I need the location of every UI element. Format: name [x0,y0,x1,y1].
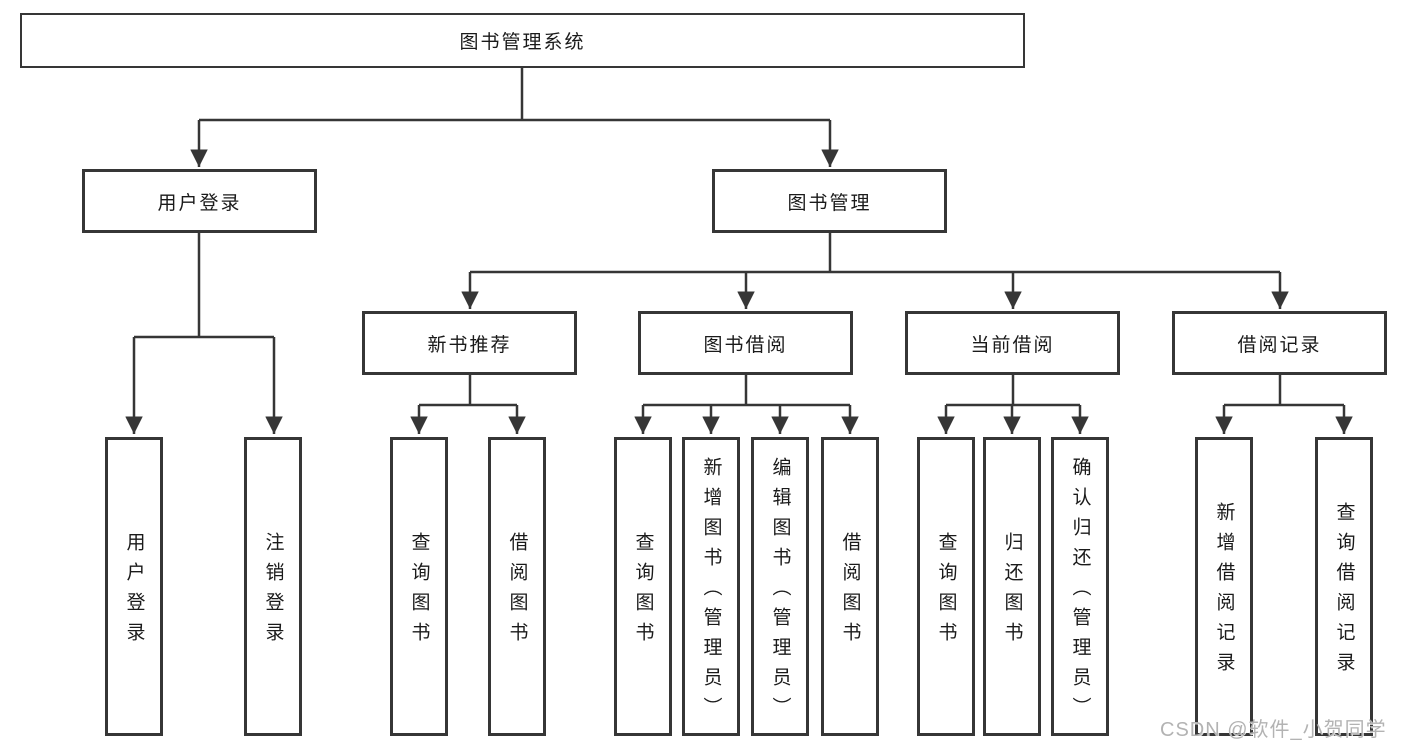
node-user-login: 用户登录 [82,169,317,233]
leaf-br-query-record: 查询借阅记录 [1315,437,1373,736]
leaf-cb-confirm-return-admin-label: 确认归还（管理员） [1069,457,1091,727]
node-root-system: 图书管理系统 [20,13,1025,68]
leaf-bb-edit-books-admin: 编辑图书（管理员） [751,437,809,736]
node-book-management: 图书管理 [712,169,947,233]
node-book-borrowing-label: 图书借阅 [703,334,788,356]
leaf-cb-return-books: 归还图书 [983,437,1041,736]
leaf-nb-borrow-books: 借阅图书 [488,437,546,736]
node-user-login-label: 用户登录 [157,192,242,214]
node-book-borrowing: 图书借阅 [638,311,853,375]
connector-book-management-children [461,233,1289,309]
node-new-book-recommend: 新书推荐 [362,311,577,375]
connector-user-login-children [125,233,283,434]
connector-borrow-records-children [1215,375,1353,434]
leaf-cb-return-books-label: 归还图书 [1001,532,1023,652]
node-new-book-recommend-label: 新书推荐 [427,334,512,356]
leaf-bb-edit-books-admin-label: 编辑图书（管理员） [769,457,791,727]
node-current-borrowing: 当前借阅 [905,311,1120,375]
leaf-bb-add-books-admin: 新增图书（管理员） [682,437,740,736]
leaf-nb-query-books-label: 查询图书 [408,532,430,652]
leaf-cb-query-books: 查询图书 [917,437,975,736]
node-borrow-records-label: 借阅记录 [1237,334,1322,356]
leaf-bb-query-books: 查询图书 [614,437,672,736]
leaf-bb-borrow-books: 借阅图书 [821,437,879,736]
leaf-br-add-record-label: 新增借阅记录 [1213,502,1235,682]
leaf-br-add-record: 新增借阅记录 [1195,437,1253,736]
leaf-cb-query-books-label: 查询图书 [935,532,957,652]
leaf-logout: 注销登录 [244,437,302,736]
leaf-bb-add-books-admin-label: 新增图书（管理员） [700,457,722,727]
connector-new-book-children [410,375,526,434]
node-borrow-records: 借阅记录 [1172,311,1387,375]
leaf-cb-confirm-return-admin: 确认归还（管理员） [1051,437,1109,736]
leaf-bb-borrow-books-label: 借阅图书 [839,532,861,652]
connector-current-borrowing-children [937,375,1089,434]
node-current-borrowing-label: 当前借阅 [970,334,1055,356]
node-root-label: 图书管理系统 [459,32,586,53]
leaf-br-query-record-label: 查询借阅记录 [1333,502,1355,682]
leaf-nb-query-books: 查询图书 [390,437,448,736]
leaf-bb-query-books-label: 查询图书 [632,532,654,652]
connector-root-to-level2 [190,68,839,167]
csdn-watermark: CSDN @软件_小贺同学 [1160,719,1387,741]
node-book-management-label: 图书管理 [787,192,872,214]
leaf-nb-borrow-books-label: 借阅图书 [506,532,528,652]
leaf-logout-label: 注销登录 [262,532,284,652]
connector-book-borrowing-children [634,375,859,434]
leaf-user-login-label: 用户登录 [123,532,145,652]
leaf-user-login: 用户登录 [105,437,163,736]
